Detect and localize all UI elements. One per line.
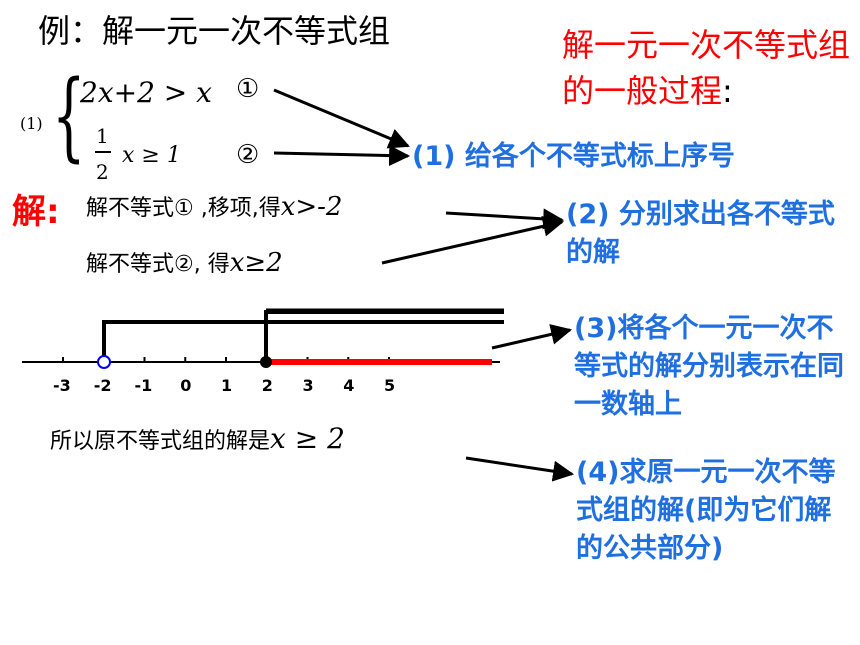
solution-line-1: 解不等式① ,移项,得x>-2: [86, 190, 342, 222]
inequality-2: x ≥ 1: [122, 143, 181, 168]
tick-label: 1: [221, 376, 233, 395]
inequality-1: 2x+2 > x: [80, 76, 212, 109]
step-2: (2) 分别求出各不等式的解: [566, 199, 835, 268]
solution-line-1-text: 解不等式① ,移项,得: [86, 196, 281, 221]
problem-label: (1): [20, 114, 43, 133]
tick-label: 2: [261, 376, 273, 395]
fraction-bar: [95, 151, 111, 153]
general-process-colon: :: [722, 72, 733, 110]
arrow-line2-to-step2: [381, 215, 565, 265]
solution-line-2: 解不等式②, 得x≥2: [86, 246, 283, 278]
fraction-numerator: 1: [96, 124, 109, 148]
solution-line-1-math: x>-2: [280, 192, 343, 222]
fraction-denominator: 2: [96, 160, 109, 184]
page-title: 例：解一元一次不等式组: [38, 12, 391, 50]
step-1: (1) 给各个不等式标上序号: [412, 141, 735, 172]
tick-label: 3: [302, 376, 314, 395]
step-4: (4)求原一元一次不等式组的解(即为它们解的公共部分): [576, 457, 836, 564]
tick-label: -1: [134, 376, 153, 395]
closed-point-2: [260, 356, 272, 368]
step-3: (3)将各个一元一次不等式的解分别表示在同一数轴上: [574, 313, 844, 420]
general-process-text: 解一元一次不等式组的一般过程: [562, 26, 851, 110]
conclusion-math: x ≥ 2: [270, 422, 345, 455]
conclusion: 所以原不等式组的解是x ≥ 2: [50, 422, 345, 455]
solution-region-x-gt-minus2: [102, 320, 504, 362]
open-point-minus2: [97, 355, 111, 369]
arrow-ineq2-to-step1: [273, 145, 411, 167]
general-process-heading: 解一元一次不等式组的一般过程:: [562, 22, 852, 114]
arrow-axis-to-step3: [491, 324, 573, 350]
tick-label: -2: [93, 376, 112, 395]
arrow-conclusion-to-step4: [465, 456, 575, 482]
arrow-line1-to-step2: [445, 208, 565, 230]
solution-region-x-ge-2-upper: [264, 310, 504, 362]
tick-label: -3: [53, 376, 71, 395]
inequality-1-mark: ①: [236, 74, 260, 104]
solution-label: 解:: [12, 192, 60, 232]
tick-label: 5: [384, 376, 396, 395]
left-brace: {: [52, 60, 86, 172]
tick-label: 4: [343, 376, 355, 395]
tick-label: 0: [180, 376, 192, 395]
solution-line-2-math: x≥2: [229, 248, 283, 278]
arrow-ineq1-to-step1: [273, 88, 410, 149]
solution-line-2-text: 解不等式②, 得: [86, 252, 230, 277]
inequality-2-mark: ②: [236, 140, 260, 170]
conclusion-text: 所以原不等式组的解是: [50, 429, 271, 454]
